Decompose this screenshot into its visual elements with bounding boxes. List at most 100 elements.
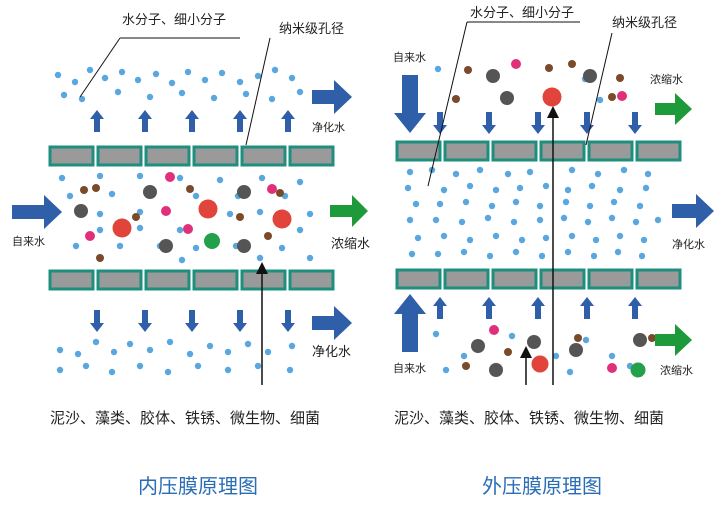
up-arrow-icon: [433, 297, 447, 319]
water-molecule: [216, 176, 224, 184]
contaminant-pink: [489, 325, 499, 335]
left-nano-pore-leader: [245, 37, 271, 146]
contaminant-gray: [527, 335, 541, 349]
water-molecule: [566, 368, 574, 376]
water-molecule: [108, 190, 116, 198]
water-molecule: [78, 95, 86, 103]
water-molecule: [508, 332, 516, 340]
contaminant-pink: [165, 172, 175, 182]
down-arrow-icon: [580, 112, 594, 134]
down-arrow-icon: [90, 310, 104, 332]
down-arrow-icon: [185, 310, 199, 332]
right-purified-arrow: [672, 194, 714, 228]
left-water-molecule-leader-diag: [79, 37, 121, 98]
water-molecule: [192, 244, 200, 252]
contaminant-brown: [96, 254, 104, 262]
water-molecule: [654, 216, 662, 224]
water-molecule: [610, 198, 618, 206]
water-molecule: [254, 72, 262, 80]
right-concentrate-top-label: 浓缩水: [650, 73, 683, 86]
membrane-segment: [539, 268, 586, 290]
membrane-segment: [587, 268, 634, 290]
water-molecule: [114, 88, 122, 96]
contaminant-gray: [489, 363, 503, 377]
right-water-molecule-leader-diag: [427, 21, 468, 187]
water-molecule: [136, 172, 144, 180]
contaminant-gray: [500, 91, 514, 105]
water-molecule: [146, 93, 154, 101]
water-molecule: [564, 186, 572, 194]
membrane-segment: [443, 268, 490, 290]
water-molecule: [306, 254, 314, 262]
up-arrow-icon: [580, 297, 594, 319]
water-molecule: [638, 252, 646, 260]
water-molecule: [71, 78, 79, 86]
water-molecule: [616, 232, 624, 240]
contaminant-green: [204, 233, 220, 249]
contaminant-gray: [237, 185, 251, 199]
membrane-segment: [144, 145, 191, 167]
membrane-segment: [587, 140, 634, 162]
water-molecule: [118, 68, 126, 76]
contaminant-brown: [608, 93, 616, 101]
water-molecule: [492, 186, 500, 194]
up-arrow-icon: [281, 110, 295, 132]
right-purified-label: 净化水: [672, 237, 705, 251]
up-arrow-icon: [482, 297, 496, 319]
water-molecule: [552, 352, 560, 360]
water-molecule: [152, 70, 160, 78]
right-nano-pore-leader: [585, 32, 613, 146]
water-molecule: [72, 242, 80, 250]
membrane-segment: [288, 269, 335, 291]
water-molecule: [488, 202, 496, 210]
up-arrow-icon: [628, 297, 642, 319]
up-arrow-icon: [185, 110, 199, 132]
membrane-segment: [491, 268, 538, 290]
right-contaminants-label: 泥沙、藻类、胶体、铁锈、微生物、细菌: [394, 409, 664, 427]
right-nano-pore-label: 纳米级孔径: [612, 16, 677, 31]
membrane-segment: [96, 145, 143, 167]
water-molecule: [296, 178, 304, 186]
contaminant-gray: [159, 239, 173, 253]
contaminant-brown: [504, 348, 512, 356]
water-molecule: [440, 186, 448, 194]
down-arrow-icon: [628, 112, 642, 134]
water-molecule: [412, 200, 420, 208]
contaminant-gray: [486, 69, 500, 83]
water-molecule: [82, 362, 90, 370]
right-top-inflow-arrows: [433, 112, 642, 134]
membrane-segment: [288, 145, 335, 167]
membrane-segment: [395, 268, 442, 290]
water-molecule: [636, 202, 644, 210]
water-molecule: [614, 248, 622, 256]
left-bottom-permeate-arrows: [90, 310, 295, 332]
contaminant-brown: [132, 213, 140, 221]
contaminant-pink: [161, 206, 171, 216]
water-molecule: [56, 346, 64, 354]
water-molecule: [244, 340, 252, 348]
contaminant-gray: [583, 69, 597, 83]
water-molecule: [538, 252, 546, 260]
water-molecule: [504, 170, 512, 178]
water-molecule: [271, 66, 279, 74]
water-molecule: [166, 338, 174, 346]
water-molecule: [640, 236, 648, 244]
water-molecule: [466, 182, 474, 190]
left-top-membrane: [48, 145, 335, 167]
left-bottom-membrane: [48, 269, 335, 291]
right-tap-water-top-label: 自来水: [393, 51, 426, 64]
water-molecule: [108, 368, 116, 376]
contaminant-brown: [276, 189, 284, 197]
membrane-segment: [96, 269, 143, 291]
water-molecule: [74, 350, 82, 358]
down-arrow-icon: [233, 310, 247, 332]
right-tap-water-bottom-arrow: [394, 294, 426, 352]
left-purified-bottom-label: 净化水: [312, 345, 351, 360]
down-arrow-icon: [531, 112, 545, 134]
membrane-segment: [539, 140, 586, 162]
water-molecule: [518, 236, 526, 244]
water-molecule: [178, 89, 186, 97]
contaminant-gray: [471, 339, 485, 353]
contaminant-gray: [633, 333, 647, 347]
